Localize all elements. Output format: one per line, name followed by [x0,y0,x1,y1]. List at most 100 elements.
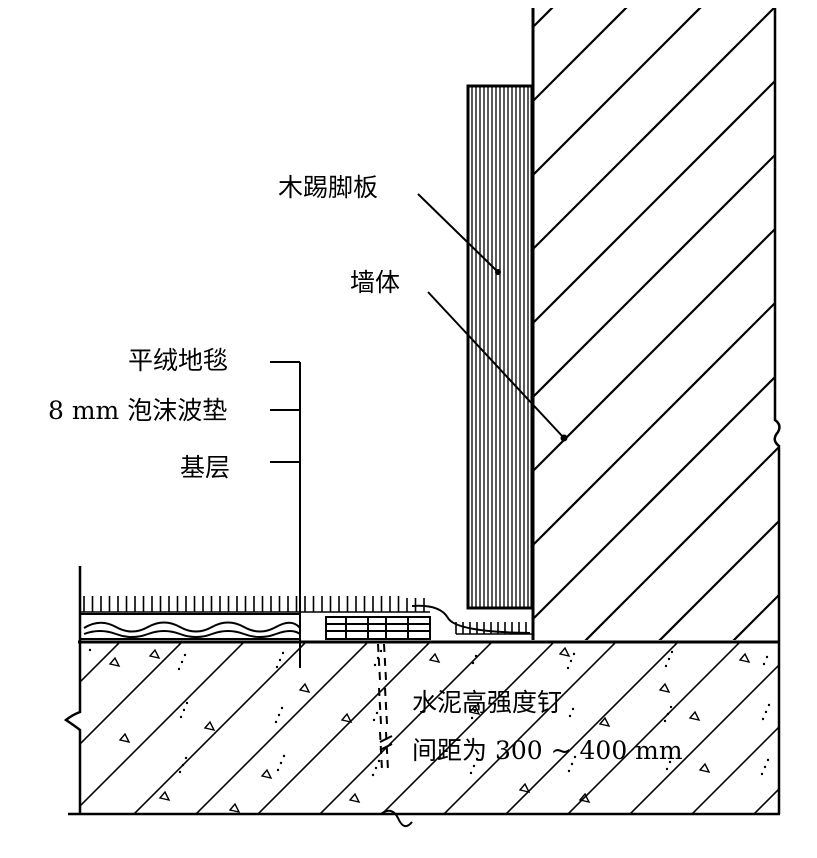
leader-lines [270,193,568,668]
wall-hatch-line [599,8,778,640]
aggregate-dot [664,664,668,668]
wall-hatch-line [533,8,778,640]
slab-hatch-line [318,642,494,814]
aggregate-pebble [688,710,701,722]
aggregate-dot [766,758,770,762]
aggregate-dot [178,770,182,774]
aggregate-dot [179,715,183,719]
aggregate-dot [767,703,771,707]
label-foam-pad: 8 mm 泡沫波垫 [48,396,228,425]
aggregate-dot [274,720,278,724]
leader-wall-dot [560,434,568,442]
aggregate-dot [474,654,478,658]
aggregate-pebble [468,704,481,716]
aggregate-dot [183,653,187,657]
slab-hatch-line [256,642,432,814]
slab-hatch-line [752,788,778,814]
aggregate-dot [375,711,379,715]
aggregate-dot [372,718,376,722]
aggregate-dot [180,660,184,664]
leader-skirting-dot [495,269,501,275]
aggregate-pebble [158,790,171,802]
aggregate-dot [665,767,669,771]
label-base-layer: 基层 [180,453,231,482]
slab-hatch-line [628,664,778,814]
aggregate-pebble [340,712,353,724]
aggregate-dot [764,710,768,714]
aggregate-dot [475,757,479,761]
carpet [80,596,532,635]
slab-hatch-line [800,640,817,830]
aggregate-dot [472,764,476,768]
aggregate-dot [88,648,92,652]
aggregate-dot [469,771,473,775]
gripper-strip [325,616,431,640]
slab-hatch-line [0,640,60,830]
slab-hatch-line [80,642,122,684]
aggregate-dot [476,702,480,706]
aggregate-dot [275,665,279,669]
aggregate-dot [278,658,282,662]
aggregate-pebble [518,782,531,794]
slab-hatch-line [690,726,778,814]
slab-hatch-line [380,642,556,814]
aggregate-pebble [298,682,311,694]
aggregate-pebble [260,768,273,780]
slab-hatch-line [80,642,184,746]
aggregate-dot [667,657,671,661]
aggregate-dot [279,761,283,765]
wall-hatch-line [533,8,778,640]
foam-pad [80,613,301,640]
aggregate-dot [571,707,575,711]
aggregate-pebble [598,716,611,728]
label-carpet: 平绒地毯 [128,346,229,375]
skirting-board [466,84,534,610]
aggregate-dot [377,759,381,763]
slab-hatch-line [566,642,742,814]
aggregate-dot [276,768,280,772]
aggregate-dot [568,714,572,718]
aggregate-dot [177,667,181,671]
aggregate-pebble [348,792,361,804]
aggregate-dot [282,754,286,758]
concrete-nail [377,643,393,771]
slab-hatch-line [504,642,680,814]
aggregate-pebble [148,648,161,660]
label-nail: 水泥高强度钉 [412,688,563,717]
aggregate-dot [573,755,577,759]
wall-hatch-line [533,8,635,640]
wall-hatch-line [533,8,778,640]
aggregate-dot [760,772,764,776]
aggregate-pebble [698,762,711,774]
label-wall: 墙体 [350,268,401,297]
wall-hatch-line [533,8,778,640]
aggregate-dot [763,765,767,769]
aggregate-pebble [658,682,671,694]
aggregate-dot [277,713,281,717]
aggregate-dot [669,705,673,709]
aggregate-dot [185,701,189,705]
aggregate-dot [379,649,383,653]
aggregate-dot [374,766,378,770]
slab-hatch-line [132,642,308,814]
aggregate-dot [670,650,674,654]
wall-hatch-line [533,8,778,640]
aggregate-pebble [738,652,751,664]
aggregate-dot [182,708,186,712]
aggregate-pebble [428,652,441,664]
aggregate-pebble [578,792,591,804]
aggregate-dot [761,717,765,721]
aggregate-dot [668,760,672,764]
wall-hatch-line [533,8,778,640]
wall-hatch-line [533,8,709,640]
wall-hatch-line [747,8,778,640]
aggregate-dot [371,773,375,777]
aggregate-dot [470,716,474,720]
base-slab [0,566,817,830]
aggregate-dot [570,762,574,766]
aggregate-pebble [203,720,216,732]
aggregate-dot [762,662,766,666]
aggregate-dot [569,659,573,663]
aggregate-dot [572,652,576,656]
